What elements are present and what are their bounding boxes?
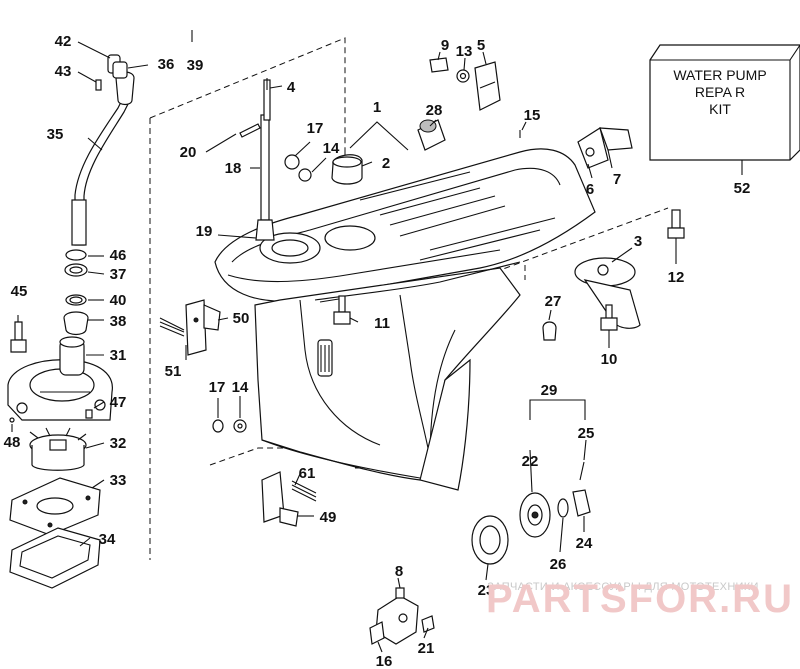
callout-13: 13 xyxy=(456,43,473,60)
callout-5: 5 xyxy=(477,37,485,54)
kit-label-line3: KIT xyxy=(709,101,731,117)
callout-14-lower: 14 xyxy=(232,379,249,396)
callout-32: 32 xyxy=(110,435,127,452)
shift-rod xyxy=(239,78,275,241)
top-left-hardware xyxy=(284,154,363,185)
drain-plug xyxy=(542,304,618,341)
callout-23: 23 xyxy=(478,582,495,599)
watermark-logo: PARTSFOR.RU xyxy=(486,577,794,621)
callout-35: 35 xyxy=(47,126,64,143)
gasket xyxy=(9,527,101,589)
callout-36: 36 xyxy=(158,56,175,73)
callout-50: 50 xyxy=(233,310,250,327)
lower-washers xyxy=(212,419,247,433)
trim-tab xyxy=(574,209,685,329)
callout-6: 6 xyxy=(586,181,594,198)
callout-21: 21 xyxy=(418,640,435,657)
watermark-tagline: ЗАПЧАСТИ И АКСЕССУАРЫ ДЛЯ МОТОТЕХНИКИ xyxy=(487,581,758,593)
callout-38: 38 xyxy=(110,313,127,330)
callout-8: 8 xyxy=(395,563,403,580)
water-tube xyxy=(71,71,135,246)
callout-19: 19 xyxy=(196,223,213,240)
callout-49: 49 xyxy=(320,509,337,526)
kit-label-line1: WATER PUMP xyxy=(673,67,766,83)
leader-lines xyxy=(11,30,743,653)
callout-labels: 1 2 3 4 5 6 7 8 9 10 11 12 13 14 14 15 1… xyxy=(4,33,685,669)
callout-45: 45 xyxy=(11,283,28,300)
callout-3: 3 xyxy=(634,233,642,250)
callout-10: 10 xyxy=(601,351,618,368)
callout-24: 24 xyxy=(576,535,593,552)
mid-bolt xyxy=(333,295,351,325)
callout-61: 61 xyxy=(299,465,316,482)
callout-2: 2 xyxy=(382,155,390,172)
callout-33: 33 xyxy=(110,472,127,489)
callout-11: 11 xyxy=(374,315,390,332)
callout-17-lower: 17 xyxy=(209,379,226,396)
callout-25: 25 xyxy=(578,425,595,442)
callout-48: 48 xyxy=(4,434,21,451)
callout-7: 7 xyxy=(613,171,621,188)
callout-34: 34 xyxy=(99,531,116,548)
callout-9: 9 xyxy=(441,37,449,54)
water-tube-fitting xyxy=(369,587,435,645)
shift-bracket-upper xyxy=(159,299,221,356)
callout-39: 39 xyxy=(187,57,204,74)
callout-29: 29 xyxy=(541,382,558,399)
callout-47: 47 xyxy=(110,394,127,411)
callout-31: 31 xyxy=(110,347,127,364)
callout-27: 27 xyxy=(545,293,562,310)
callout-46: 46 xyxy=(110,247,127,264)
shift-clips xyxy=(577,127,633,169)
impeller xyxy=(29,427,87,471)
callout-28: 28 xyxy=(426,102,443,119)
shift-bracket-lower xyxy=(261,471,317,527)
callout-40: 40 xyxy=(110,292,127,309)
top-center-hardware xyxy=(417,57,521,151)
impeller-plate xyxy=(9,477,101,536)
callout-52: 52 xyxy=(734,180,751,197)
gearcase-housing xyxy=(214,148,596,491)
callout-20: 20 xyxy=(180,144,197,161)
callout-42: 42 xyxy=(55,33,72,50)
callout-4: 4 xyxy=(287,79,296,96)
kit-label-line2: REPA R xyxy=(695,84,745,100)
callout-26: 26 xyxy=(550,556,567,573)
callout-51-upper: 51 xyxy=(165,363,182,380)
callout-17-top: 17 xyxy=(307,120,324,137)
callout-1: 1 xyxy=(373,99,381,116)
seal-stack xyxy=(63,249,89,336)
left-small-parts xyxy=(9,54,128,423)
callout-22: 22 xyxy=(522,453,539,470)
callout-43: 43 xyxy=(55,63,72,80)
repair-kit-box xyxy=(649,44,800,161)
prop-hardware xyxy=(471,461,591,565)
callout-12: 12 xyxy=(668,269,685,286)
callout-15: 15 xyxy=(524,107,541,124)
callout-14-top: 14 xyxy=(323,140,340,157)
callout-18: 18 xyxy=(225,160,242,177)
callout-37: 37 xyxy=(110,266,127,283)
callout-16: 16 xyxy=(376,653,393,669)
